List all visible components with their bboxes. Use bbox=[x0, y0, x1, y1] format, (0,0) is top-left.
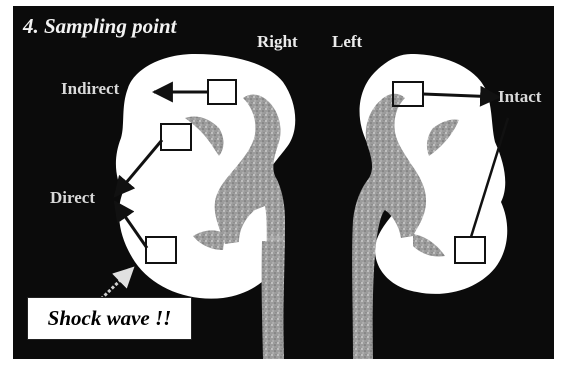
shock-wave-text: Shock wave !! bbox=[48, 306, 172, 331]
left-kidney bbox=[352, 54, 507, 359]
label-left: Left bbox=[332, 32, 363, 51]
shock-wave-arrow bbox=[101, 268, 133, 299]
label-right: Right bbox=[257, 32, 298, 51]
label-intact: Intact bbox=[498, 87, 542, 106]
label-indirect: Indirect bbox=[61, 79, 120, 98]
label-direct: Direct bbox=[50, 188, 95, 207]
shock-wave-callout: Shock wave !! bbox=[27, 297, 192, 340]
slide-title: 4. Sampling point bbox=[22, 14, 178, 38]
